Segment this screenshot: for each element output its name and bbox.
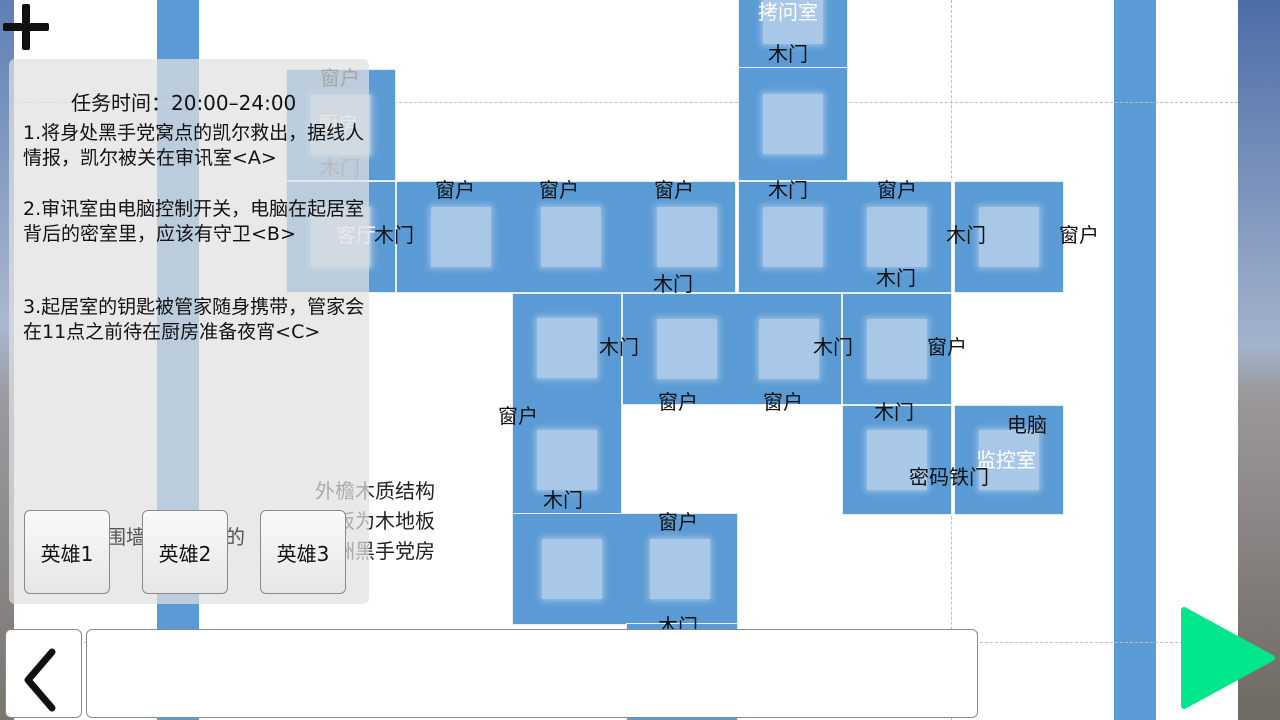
window-label: 窗户: [658, 510, 698, 534]
outer-wall-right: [1114, 0, 1156, 720]
window-label: 窗户: [654, 178, 694, 202]
wood-door-label: 木门: [946, 223, 986, 247]
hero-2-button[interactable]: 英雄2: [142, 510, 228, 594]
room-interrogation[interactable]: [738, 0, 848, 69]
window-label: 窗户: [927, 335, 967, 359]
dialog-box[interactable]: [86, 629, 978, 718]
wood-door-label: 木门: [813, 335, 853, 359]
room[interactable]: [842, 405, 952, 515]
mission-panel: 任务时间：20:00–24:00 1.将身处黑手党窝点的凯尔救出，据线人情报，凯…: [9, 59, 369, 604]
room[interactable]: [738, 181, 952, 293]
task-item: 3.起居室的钥匙被管家随身携带，管家会在11点之前待在厨房准备夜宵<C>: [23, 296, 365, 343]
wood-door-label: 木门: [543, 488, 583, 512]
fence-text: 围墙: [106, 525, 146, 549]
fence-text: 的: [225, 525, 245, 549]
wood-door-label: 木门: [374, 223, 414, 247]
wood-door-label: 木门: [768, 178, 808, 202]
window-label: 窗户: [498, 404, 538, 428]
hero-1-button[interactable]: 英雄1: [24, 510, 110, 594]
grid-line: [14, 102, 1238, 103]
window-label: 窗户: [435, 178, 475, 202]
grid-line: [951, 0, 952, 720]
computer-label: 电脑: [1007, 413, 1047, 437]
wood-door-label: 木门: [768, 42, 808, 66]
room[interactable]: [954, 181, 1064, 293]
window-label: 窗户: [539, 178, 579, 202]
task-item: 2.审讯室由电脑控制开关，电脑在起居室背后的密室里，应该有守卫<B>: [23, 198, 365, 245]
hero-3-button[interactable]: 英雄3: [260, 510, 346, 594]
room-name-monitor: 监控室: [976, 448, 1036, 472]
back-button[interactable]: [5, 629, 82, 718]
wood-door-label: 木门: [876, 266, 916, 290]
play-icon[interactable]: [1180, 606, 1276, 710]
wood-door-label: 木门: [653, 272, 693, 296]
room-name-interrogation: 拷问室: [758, 0, 818, 24]
room-monitor[interactable]: [954, 405, 1064, 515]
plus-icon[interactable]: [3, 4, 49, 50]
room[interactable]: [512, 293, 622, 515]
room[interactable]: [622, 293, 842, 405]
room[interactable]: [396, 181, 736, 293]
mission-time: 任务时间：20:00–24:00: [71, 91, 297, 115]
room[interactable]: [738, 67, 848, 181]
wood-door-label: 木门: [599, 335, 639, 359]
task-item: 1.将身处黑手党窝点的凯尔救出，据线人情报，凯尔被关在审讯室<A>: [23, 122, 365, 169]
sky-background-right: [1238, 0, 1280, 720]
window-label: 窗户: [1059, 223, 1099, 247]
window-label: 窗户: [877, 178, 917, 202]
window-label: 窗户: [658, 390, 698, 414]
window-label: 窗户: [763, 390, 803, 414]
room[interactable]: [842, 293, 952, 405]
chevron-left-icon: [24, 648, 56, 712]
wood-door-label: 木门: [874, 400, 914, 424]
code-iron-door-label: 密码铁门: [909, 465, 989, 489]
room[interactable]: [512, 513, 738, 625]
